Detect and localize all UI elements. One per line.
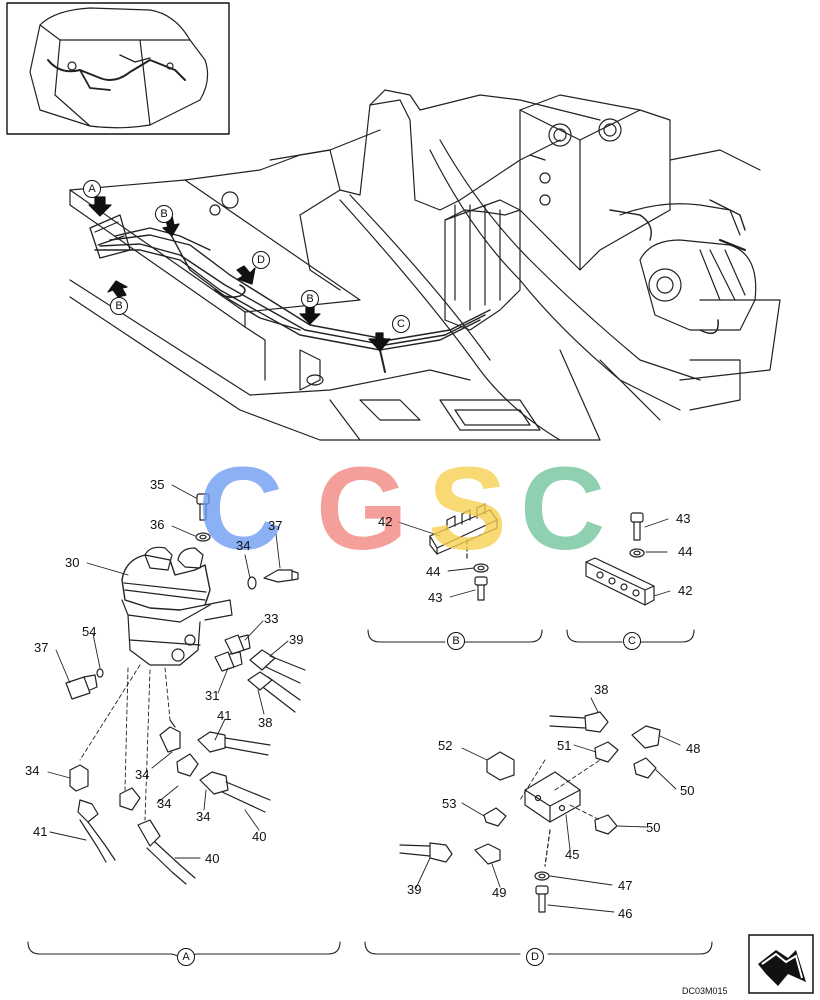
part-number: 48 [686, 741, 701, 756]
callout-d: D [252, 251, 270, 269]
part-number: 38 [258, 715, 273, 730]
part-number: 44 [426, 564, 441, 579]
section-label-b: B [447, 632, 465, 650]
part-number: 37 [34, 640, 49, 655]
part-number: 51 [557, 738, 572, 753]
part-number: 45 [565, 847, 580, 862]
part-number: 36 [150, 517, 165, 532]
assembly-guide-lines [79, 664, 601, 821]
part-number: 42 [378, 514, 393, 529]
part-number: 47 [618, 878, 633, 893]
watermark-letter: G [316, 443, 408, 575]
watermark-letter: S [428, 443, 507, 575]
next-page-button[interactable] [748, 934, 814, 994]
part-number: 41 [33, 824, 48, 839]
part-number: 52 [438, 738, 453, 753]
part-number: 39 [289, 632, 304, 647]
part-number: 43 [428, 590, 443, 605]
main-frame-drawing [69, 89, 781, 441]
part-number: 44 [678, 544, 693, 559]
part-number: 53 [442, 796, 457, 811]
part-number: 34 [25, 763, 40, 778]
part-number: 37 [268, 518, 283, 533]
watermark-letter: C [520, 443, 606, 575]
section-brackets [27, 629, 713, 963]
part-number: 35 [150, 477, 165, 492]
part-number: 40 [205, 851, 220, 866]
part-number: 33 [264, 611, 279, 626]
callout-c: C [392, 315, 410, 333]
part-number: 50 [646, 820, 661, 835]
section-label-c: C [623, 632, 641, 650]
part-number: 34 [236, 538, 251, 553]
part-number: 31 [205, 688, 220, 703]
part-number: 50 [680, 783, 695, 798]
section-d-manifold [399, 711, 661, 913]
callout-b: B [155, 205, 173, 223]
callout-b: B [110, 297, 128, 315]
leader-lines [47, 484, 681, 913]
drawing-code: DC03M015 [682, 986, 728, 996]
part-number: 40 [252, 829, 267, 844]
part-number: 42 [678, 583, 693, 598]
callout-a: A [83, 180, 101, 198]
watermark-letter: C [198, 443, 284, 575]
section-b-terminal-block [429, 503, 498, 601]
section-c-terminal-block [585, 512, 655, 606]
part-number: 49 [492, 885, 507, 900]
section-label-d: D [526, 948, 544, 966]
part-number: 46 [618, 906, 633, 921]
part-number: 41 [217, 708, 232, 723]
part-number: 54 [82, 624, 97, 639]
part-number: 38 [594, 682, 609, 697]
part-number: 34 [196, 809, 211, 824]
machine-overview-thumbnail [6, 2, 230, 135]
next-page-arrow-icon [748, 934, 814, 994]
callout-arrows [88, 196, 391, 352]
section-a-brake-valve [65, 493, 306, 885]
part-number: 30 [65, 555, 80, 570]
callout-b: B [301, 290, 319, 308]
part-number: 34 [135, 767, 150, 782]
section-label-a: A [177, 948, 195, 966]
part-number: 43 [676, 511, 691, 526]
part-number: 34 [157, 796, 172, 811]
part-number: 39 [407, 882, 422, 897]
